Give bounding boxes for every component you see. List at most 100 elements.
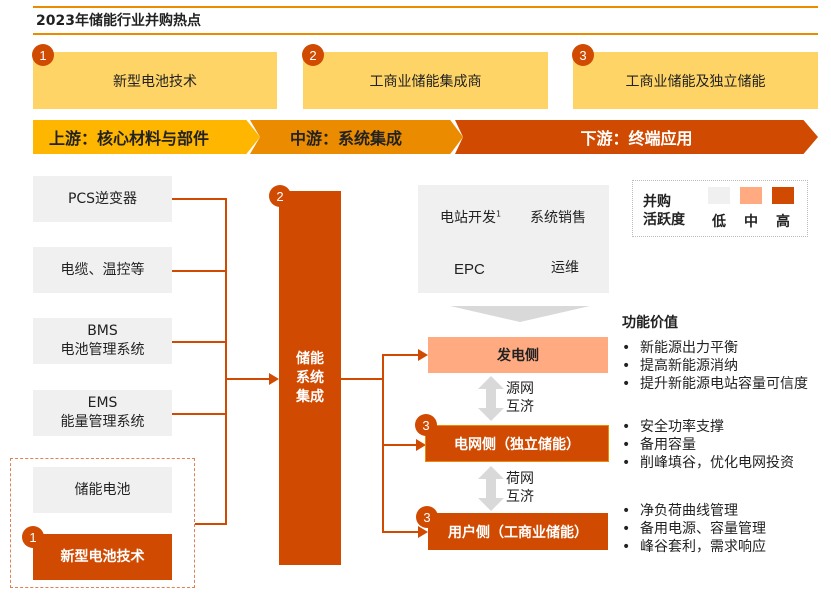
label: 能量管理系统 (60, 414, 145, 430)
footnote: 1 (496, 209, 502, 219)
badge: 2 (302, 44, 324, 66)
label: PCS逆变器 (67, 190, 138, 207)
hotspot-3: 工商业储能及独立储能 (573, 52, 818, 109)
system-integration: 储能系统集成 (279, 191, 341, 565)
component-pcs: PCS逆变器 (33, 176, 172, 222)
connector (383, 354, 419, 356)
label: 储能电池 (74, 481, 131, 498)
stage-midstream: 中游：系统集成 (250, 120, 463, 154)
page-title: 2023年储能行业并购热点 (36, 13, 201, 29)
label: BMS (87, 323, 118, 339)
top-rule (33, 6, 818, 8)
label: 并购 (643, 194, 671, 210)
link-load-grid: 荷网互济 (506, 470, 534, 506)
service-epc: EPC (454, 261, 485, 278)
stage-downstream: 下游：终端应用 (455, 120, 818, 154)
arrow-icon (418, 526, 428, 538)
label: 集成 (296, 388, 324, 405)
connector (172, 198, 226, 200)
hotspot-1: 新型电池技术 (33, 52, 277, 109)
hotspot-label: 工商业储能集成商 (369, 73, 482, 90)
value-item: 新能源出力平衡 (622, 339, 808, 357)
value-item: 提升新能源电站容量可信度 (622, 375, 808, 393)
label: 源网 (506, 381, 534, 397)
value-item: 安全功率支撑 (622, 418, 794, 436)
component-new-battery: 新型电池技术 (33, 534, 172, 580)
connector (383, 531, 419, 533)
connector (172, 270, 226, 272)
value-list-grid: 安全功率支撑备用容量削峰填谷，优化电网投资 (622, 418, 794, 472)
new-battery-group (10, 458, 195, 588)
label: 荷网 (506, 471, 534, 487)
badge: 3 (416, 506, 438, 528)
link-source-grid: 源网互济 (506, 380, 534, 416)
services-box: 电站开发1 系统销售 EPC 运维 (418, 185, 609, 293)
legend-high: 高 (776, 214, 790, 230)
stage-label: 中游：系统集成 (290, 129, 403, 148)
legend-swatch-high (772, 187, 794, 204)
component-bms: BMS 电池管理系统 (33, 318, 172, 364)
connector (341, 378, 384, 380)
connector (382, 354, 384, 533)
arrow-icon (418, 349, 428, 361)
label: 用户侧（工商业储能） (448, 524, 588, 541)
connector (172, 413, 226, 415)
value-item: 提高新能源消纳 (622, 357, 808, 375)
value-list-gen: 新能源出力平衡提高新能源消纳提升新能源电站容量可信度 (622, 339, 808, 393)
label: 新型电池技术 (60, 548, 145, 565)
label: 系统 (296, 369, 324, 386)
label: 电缆、温控等 (60, 261, 145, 278)
label: 互济 (506, 399, 534, 415)
value-item: 峰谷套利，需求响应 (622, 538, 766, 556)
stage-upstream: 上游：核心材料与部件 (33, 120, 260, 154)
label: 电站开发 (440, 210, 496, 226)
label: 电网侧（独立储能） (454, 436, 580, 453)
hotspot-label: 工商业储能及独立储能 (625, 73, 766, 90)
value-item: 削峰填谷，优化电网投资 (622, 454, 794, 472)
connector (172, 341, 226, 343)
user-side: 用户侧（工商业储能） (428, 513, 608, 550)
label: EMS (87, 395, 118, 411)
service-sales: 系统销售 (530, 210, 586, 226)
connector (383, 444, 417, 446)
double-arrow-icon (478, 466, 504, 511)
legend-swatch-mid (740, 187, 762, 204)
double-arrow-icon (478, 376, 504, 421)
value-item: 备用电源、容量管理 (622, 520, 766, 538)
service-dev: 电站开发1 (440, 207, 501, 227)
legend-mid: 中 (744, 214, 758, 230)
badge: 3 (572, 44, 594, 66)
component-battery: 储能电池 (33, 467, 172, 513)
badge: 2 (269, 185, 291, 207)
component-cable: 电缆、温控等 (33, 247, 172, 293)
hotspot-2: 工商业储能集成商 (303, 52, 548, 109)
legend-low: 低 (712, 214, 726, 230)
badge: 1 (32, 44, 54, 66)
arrow-icon (269, 373, 279, 385)
legend-title: 并购活跃度 (643, 193, 685, 229)
label: 活跃度 (643, 212, 685, 228)
label: 发电侧 (497, 348, 539, 364)
legend: 并购活跃度 低 中 高 (632, 180, 808, 237)
badge: 3 (415, 414, 437, 436)
connector (195, 523, 226, 525)
component-ems: EMS 能量管理系统 (33, 390, 172, 436)
grid-side: 电网侧（独立储能） (425, 425, 609, 462)
service-om: 运维 (551, 260, 579, 276)
value-heading: 功能价值 (622, 315, 678, 331)
connector (226, 378, 270, 380)
label: 互济 (506, 489, 534, 505)
hotspot-label: 新型电池技术 (113, 73, 197, 90)
title-rule (33, 33, 818, 35)
badge: 1 (22, 526, 44, 548)
connector (225, 198, 227, 525)
value-item: 净负荷曲线管理 (622, 502, 766, 520)
label: 储能 (296, 350, 324, 367)
generation-side: 发电侧 (428, 337, 608, 373)
label: 电池管理系统 (60, 342, 145, 358)
stage-label: 上游：核心材料与部件 (49, 129, 210, 148)
value-item: 备用容量 (622, 436, 794, 454)
stage-label: 下游：终端应用 (580, 129, 693, 148)
down-arrow-icon (450, 306, 590, 322)
value-list-user: 净负荷曲线管理备用电源、容量管理峰谷套利，需求响应 (622, 502, 766, 556)
